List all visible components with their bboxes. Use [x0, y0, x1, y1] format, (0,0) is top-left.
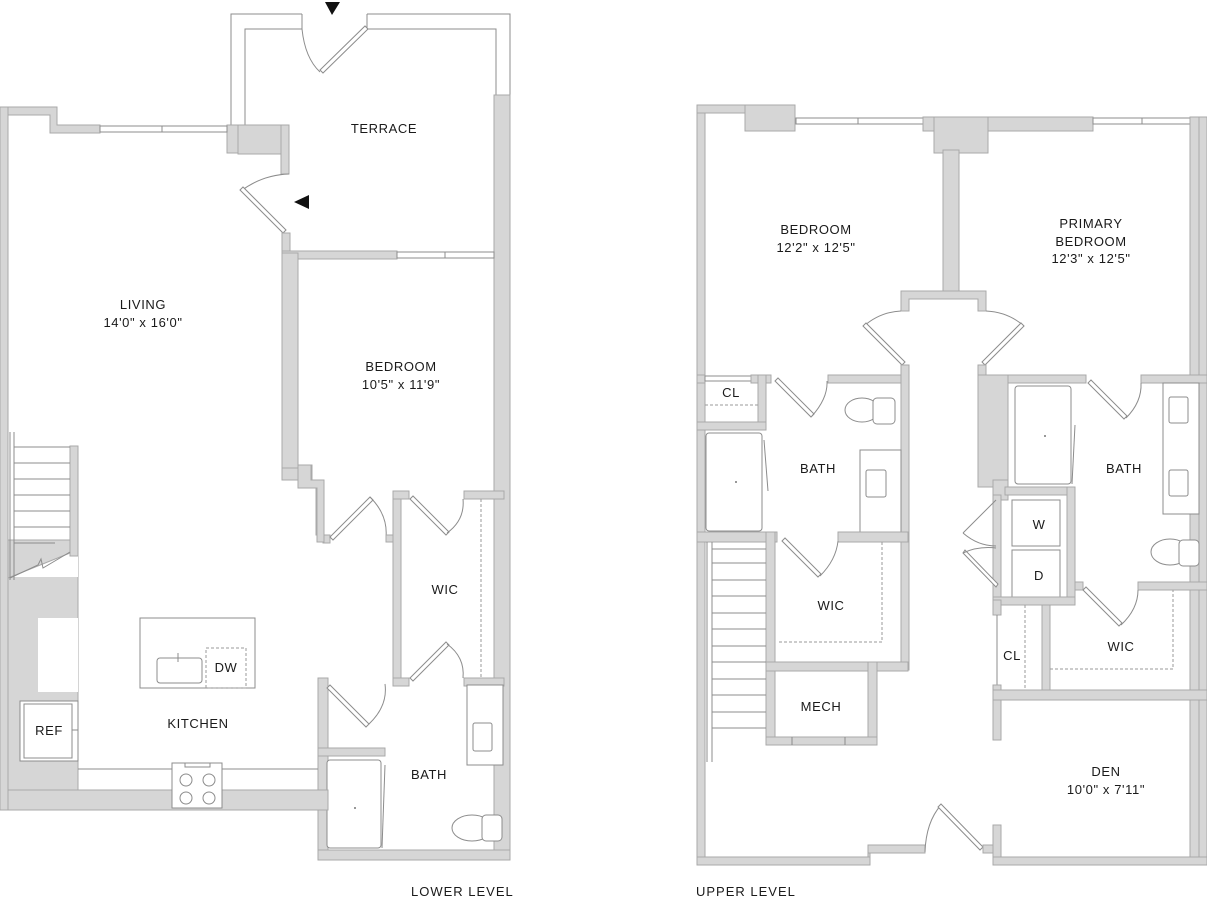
- sink: [472, 722, 493, 752]
- appliance-label-dw: DW: [215, 660, 238, 675]
- room-label-bath-lower: BATH: [411, 767, 447, 782]
- shower: [326, 759, 382, 849]
- wall-bath1-north: [827, 374, 909, 384]
- room-label-kitchen: KITCHEN: [167, 716, 228, 731]
- lower-level-plan: [0, 2, 511, 861]
- island-sink: [156, 657, 203, 684]
- room-size-primary: 12'3" x 12'5": [1051, 251, 1130, 266]
- tub: [705, 432, 763, 532]
- room-label-cl-2: CL: [1003, 648, 1021, 663]
- room-label-wic-1: WIC: [817, 598, 844, 613]
- room-label-wic-lower: WIC: [431, 582, 458, 597]
- washer: [1011, 499, 1061, 547]
- appliance-label-ref: REF: [35, 723, 63, 738]
- appliance-label-washer: W: [1033, 517, 1046, 532]
- wall-hall-west: [900, 364, 910, 671]
- wall-upper-west: [696, 104, 706, 866]
- wall-wic-west: [392, 490, 402, 685]
- wall-kitchen-south: [0, 789, 329, 811]
- bath-door[interactable]: [326, 684, 370, 728]
- room-size-den: 10'0" x 7'11": [1067, 782, 1145, 797]
- room-size-living: 14'0" x 16'0": [103, 315, 182, 330]
- upper-level-plan: [696, 104, 1207, 866]
- entry-arrow-icon: [325, 2, 340, 15]
- room-label-primary-line1: PRIMARY: [1059, 216, 1122, 231]
- den-entry-door[interactable]: [937, 803, 984, 851]
- bedroom-door-upper[interactable]: [862, 322, 906, 366]
- wic1-door[interactable]: [781, 537, 822, 578]
- dryer: [1011, 549, 1061, 598]
- dishwasher: [205, 647, 247, 689]
- room-label-living: LIVING: [120, 297, 166, 312]
- room-label-bedroom-upper: BEDROOM: [780, 222, 851, 237]
- room-label-primary-line2: BEDROOM: [1055, 234, 1126, 249]
- primary-bath-door[interactable]: [1087, 379, 1128, 420]
- room-label-den: DEN: [1091, 764, 1120, 779]
- caption-lower-level: LOWER LEVEL: [411, 884, 514, 897]
- stairs-upper[interactable]: [706, 542, 766, 762]
- room-label-bath-2: BATH: [1106, 461, 1142, 476]
- bath1-door[interactable]: [774, 377, 815, 418]
- room-label-bath-1: BATH: [800, 461, 836, 476]
- terrace-railing-right: [367, 13, 511, 95]
- entry-arrow-terrace-icon: [294, 195, 309, 209]
- terrace-railing-left: [230, 13, 302, 125]
- room-label-cl-1: CL: [722, 385, 740, 400]
- bath-door-upper[interactable]: [409, 641, 450, 682]
- entry-door[interactable]: [319, 25, 369, 74]
- room-size-bedroom-lower: 10'5" x 11'9": [362, 377, 440, 392]
- caption-upper-level: UPPER LEVEL: [696, 884, 796, 897]
- laundry-door[interactable]: [962, 549, 999, 588]
- window: [99, 125, 228, 133]
- room-label-wic-2: WIC: [1107, 639, 1134, 654]
- terrace-door-swing: [240, 173, 290, 192]
- entry-door-swing: [301, 28, 321, 73]
- tub-primary: [1014, 385, 1072, 485]
- window: [795, 117, 924, 125]
- wall-bath-south: [317, 849, 511, 861]
- bedroom-door[interactable]: [329, 496, 374, 541]
- wic2-door[interactable]: [1082, 586, 1123, 627]
- room-label-bedroom-lower: BEDROOM: [365, 359, 436, 374]
- wic-door[interactable]: [409, 495, 450, 536]
- appliance-label-dryer: D: [1034, 568, 1044, 583]
- room-size-bedroom-upper: 12'2" x 12'5": [776, 240, 855, 255]
- primary-bedroom-door[interactable]: [981, 322, 1025, 366]
- room-label-mech: MECH: [801, 699, 842, 714]
- terrace-door[interactable]: [239, 186, 287, 234]
- stairs[interactable]: [9, 432, 71, 580]
- room-label-terrace: TERRACE: [351, 121, 417, 136]
